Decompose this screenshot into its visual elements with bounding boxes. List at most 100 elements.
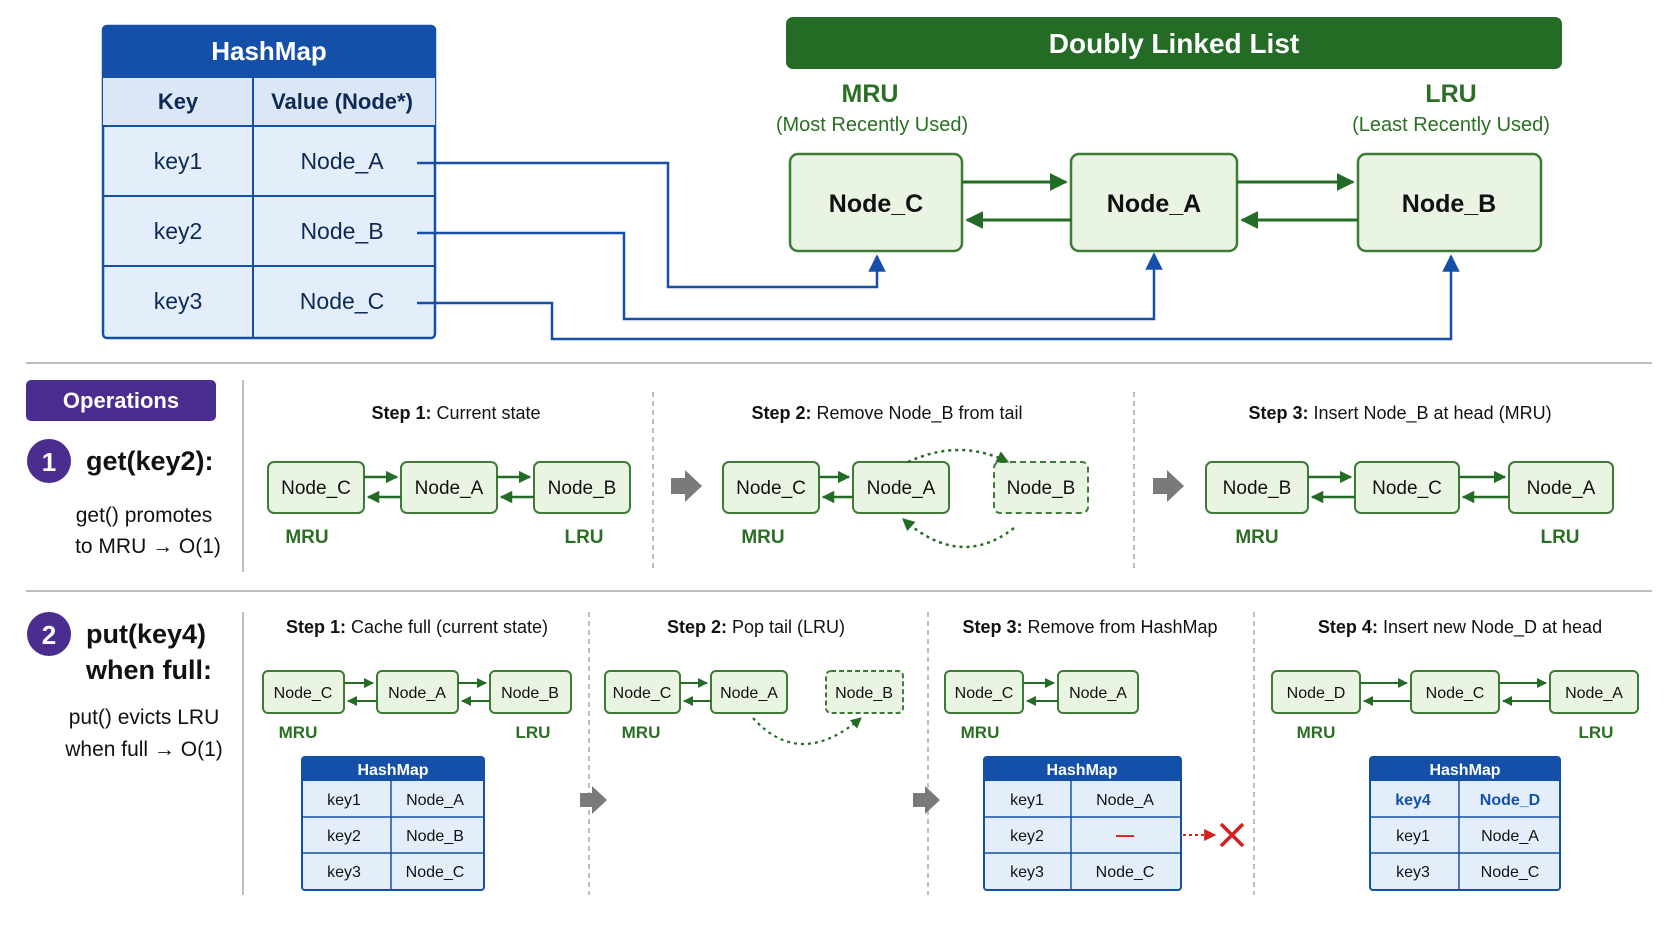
step-caption: Step 4: Insert new Node_D at head — [1318, 617, 1602, 638]
mini-hashmap-value: Node_A — [1481, 828, 1539, 845]
list-node — [376, 670, 459, 714]
list-node-label: Node_A — [415, 478, 484, 499]
mru-label: MRU — [741, 527, 784, 548]
mini-hashmap-title: HashMap — [1046, 762, 1117, 779]
mru-label: MRU — [842, 80, 899, 108]
list-node — [262, 670, 345, 714]
pop-arrow — [752, 717, 862, 746]
op-number: 2 — [42, 620, 56, 650]
list-node-label: Node_C — [281, 478, 351, 499]
mini-hashmap-key: key2 — [327, 828, 361, 845]
mini-hashmap-value: Node_C — [406, 864, 465, 881]
list-node-label: Node_C — [829, 190, 923, 218]
mini-hashmap-key-new: key4 — [1395, 792, 1431, 809]
delete-x-icon — [1219, 822, 1245, 848]
list-node — [852, 461, 950, 514]
list-node — [710, 670, 788, 714]
move-arrow — [902, 518, 1015, 549]
list-node — [944, 670, 1024, 714]
list-node — [1508, 461, 1614, 514]
list-node-label: Node_C — [274, 685, 333, 702]
lru-sublabel: (Least Recently Used) — [1352, 114, 1550, 136]
list-node — [1057, 670, 1139, 714]
list-node — [1410, 670, 1500, 714]
move-arrow — [907, 448, 1010, 464]
step-caption: Step 2: Remove Node_B from tail — [751, 403, 1022, 424]
mini-hashmap-key: key3 — [1396, 864, 1430, 881]
hashmap-col-value: Value (Node*) — [271, 89, 413, 114]
list-node — [533, 461, 631, 514]
list-node — [1069, 152, 1239, 253]
list-node — [788, 152, 964, 253]
pointer-key3-to-node-c — [417, 254, 1460, 341]
list-node — [1205, 461, 1309, 514]
mru-label: MRU — [622, 723, 661, 742]
hashmap-key: key3 — [154, 288, 203, 314]
hashmap-col-key: Key — [158, 89, 199, 114]
op-description: put() evicts LRU — [69, 706, 220, 729]
list-node — [604, 670, 681, 714]
step-text: Cache full (current state) — [346, 617, 548, 637]
lru-label: LRU — [1579, 723, 1614, 742]
list-node — [722, 461, 820, 514]
list-node — [267, 461, 365, 514]
step-text: Remove Node_B from tail — [811, 403, 1022, 424]
step-arrow — [1153, 470, 1184, 502]
lru-label: LRU — [1540, 527, 1579, 548]
mini-hashmap-title: HashMap — [1429, 762, 1500, 779]
mini-hashmap-value: Node_A — [406, 792, 464, 809]
delete-x-stroke — [1219, 822, 1245, 848]
mini-hashmap-key: key1 — [1396, 828, 1430, 845]
step-caption: Step 3: Insert Node_B at head (MRU) — [1248, 403, 1551, 424]
list-node-label: Node_D — [1287, 685, 1346, 702]
lru-label: LRU — [516, 723, 551, 742]
step-prefix: Step 2: — [751, 403, 811, 423]
list-node — [1354, 461, 1460, 514]
mini-hashmap-value: Node_B — [406, 828, 464, 845]
operations-label: Operations — [63, 388, 179, 413]
step-text: Pop tail (LRU) — [727, 617, 845, 637]
list-node-label: Node_B — [835, 685, 893, 702]
step-prefix: Step 3: — [962, 617, 1022, 637]
hashmap-value: Node_B — [300, 218, 383, 244]
list-node-label: Node_C — [955, 685, 1014, 702]
step-caption: Step 1: Cache full (current state) — [286, 617, 548, 637]
step-arrow — [580, 786, 607, 814]
step-text: Insert Node_B at head (MRU) — [1308, 403, 1551, 424]
hashmap-value: Node_A — [300, 148, 384, 174]
step-prefix: Step 1: — [286, 617, 346, 637]
op-description: to MRU → O(1) — [75, 535, 221, 558]
step-caption: Step 3: Remove from HashMap — [962, 617, 1217, 637]
list-node-label: Node_A — [1527, 478, 1596, 499]
op-title: get(key2): — [86, 446, 214, 476]
mini-hashmap-key: key1 — [327, 792, 361, 809]
list-node — [1271, 670, 1361, 714]
list-node — [400, 461, 498, 514]
op-description: get() promotes — [76, 504, 213, 527]
list-node-label: Node_C — [1372, 478, 1442, 499]
mini-hashmap-value-new: Node_D — [1480, 792, 1540, 809]
list-node-label: Node_A — [1565, 685, 1623, 702]
list-node — [1356, 152, 1543, 253]
mini-hashmap-header-bg — [984, 757, 1181, 781]
list-node-label: Node_B — [1007, 478, 1076, 499]
step-text: Insert new Node_D at head — [1378, 617, 1602, 638]
list-node-label: Node_A — [388, 685, 446, 702]
step-arrow — [913, 786, 940, 814]
mini-hashmap-title: HashMap — [357, 762, 428, 779]
step-number-badge — [27, 439, 71, 483]
mini-hashmap: HashMap key4 Node_D key1 Node_A key3 Nod… — [1369, 756, 1561, 891]
list-node — [1549, 670, 1639, 714]
list-node — [489, 670, 572, 714]
list-node-label: Node_C — [1426, 685, 1485, 702]
mru-label: MRU — [285, 527, 328, 548]
list-node-label: Node_B — [501, 685, 559, 702]
mru-sublabel: (Most Recently Used) — [776, 114, 968, 136]
dll-header: Doubly Linked List — [786, 17, 1562, 69]
hashmap-colheader-bg — [103, 78, 435, 126]
hashmap-key: key2 — [154, 218, 203, 244]
removed-node — [825, 670, 904, 714]
mru-label: MRU — [1297, 723, 1336, 742]
op-description: when full → O(1) — [64, 738, 223, 761]
mini-hashmap: HashMap key1 Node_A key2 — key3 Node_C — [983, 756, 1182, 891]
